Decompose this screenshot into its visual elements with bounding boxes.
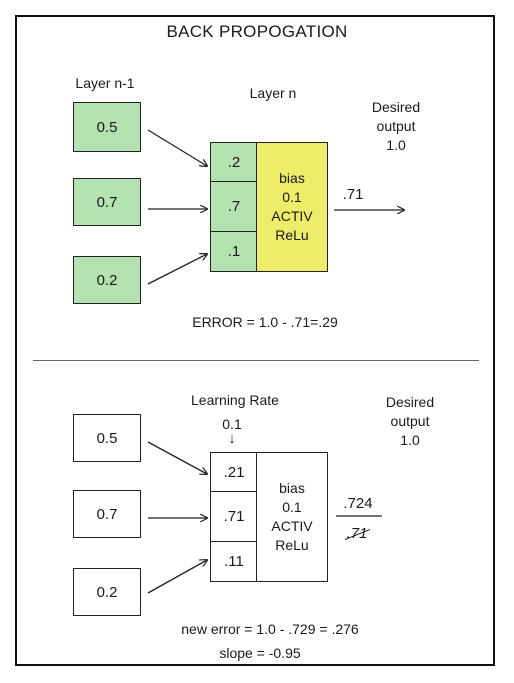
top-desired-line-1: Desired	[371, 99, 421, 115]
top-input-node-2: 0.7	[73, 178, 141, 226]
top-desired-output: Desired output 1.0	[358, 98, 434, 155]
new-error-text: new error = 1.0 - .729 = .276	[181, 621, 359, 637]
top-activ-value: ReLu	[275, 227, 309, 243]
top-input-value-3: 0.2	[96, 271, 118, 289]
top-input-node-1: 0.5	[73, 102, 141, 152]
bottom-old-output: .71	[346, 525, 368, 542]
top-weight-divider-2	[211, 231, 257, 232]
bottom-desired-line-2: output	[390, 413, 430, 429]
top-weight-1: .2	[227, 153, 241, 171]
bottom-desired-output: Desired output 1.0	[372, 393, 448, 450]
top-output-value: .71	[342, 186, 364, 203]
bottom-weight-1: .21	[223, 463, 245, 481]
top-input-value-2: 0.7	[96, 193, 118, 211]
top-weight-3: .1	[227, 242, 241, 260]
bottom-weight-2: .71	[223, 507, 245, 525]
top-input-value-1: 0.5	[96, 118, 118, 136]
bottom-input-value-2: 0.7	[96, 505, 118, 523]
diagram-title: BACK PROPOGATION	[166, 22, 348, 41]
bottom-new-output: .724	[343, 495, 373, 512]
bottom-weight-divider-1	[211, 491, 257, 492]
bottom-input-value-3: 0.2	[96, 583, 118, 601]
layer-label: Layer n	[249, 85, 297, 101]
layer-prev-label: Layer n-1	[75, 75, 135, 91]
top-input-node-3: 0.2	[73, 256, 141, 304]
bottom-neuron-body: bias 0.1 ACTIV ReLu	[256, 452, 328, 582]
bottom-weight-divider-2	[211, 541, 257, 542]
bottom-input-node-3: 0.2	[73, 568, 141, 616]
top-weight-divider-1	[211, 181, 257, 182]
bottom-bias-label: bias	[279, 480, 305, 496]
bottom-weight-3: .11	[224, 552, 244, 570]
top-desired-line-3: 1.0	[386, 137, 406, 153]
bottom-input-node-1: 0.5	[73, 414, 141, 462]
top-weight-column: .2 .7 .1	[210, 142, 258, 272]
bottom-input-value-1: 0.5	[96, 429, 118, 447]
bottom-activ-value: ReLu	[275, 537, 309, 553]
bottom-input-node-2: 0.7	[73, 490, 141, 538]
top-activ-label: ACTIV	[271, 208, 313, 224]
learning-rate-arrow-icon: ↓	[228, 430, 236, 447]
diagram-frame	[15, 15, 495, 666]
top-neuron-body: bias 0.1 ACTIV ReLu	[256, 142, 328, 272]
bottom-activ-label: ACTIV	[271, 518, 313, 534]
slope-text: slope = -0.95	[219, 645, 301, 661]
section-divider	[33, 360, 479, 361]
bottom-desired-line-3: 1.0	[400, 432, 420, 448]
top-weight-2: .7	[227, 197, 241, 215]
bottom-weight-column: .21 .71 .11	[210, 452, 258, 582]
bottom-old-output-struck: .71	[340, 525, 374, 543]
top-error-text: ERROR = 1.0 - .71=.29	[192, 314, 338, 330]
bottom-bias-value: 0.1	[282, 499, 302, 515]
top-bias-value: 0.1	[282, 189, 302, 205]
bottom-desired-line-1: Desired	[385, 394, 435, 410]
top-desired-line-2: output	[376, 118, 416, 134]
learning-rate-value: 0.1	[222, 416, 242, 432]
top-bias-label: bias	[279, 170, 305, 186]
learning-rate-label: Learning Rate	[191, 392, 279, 408]
